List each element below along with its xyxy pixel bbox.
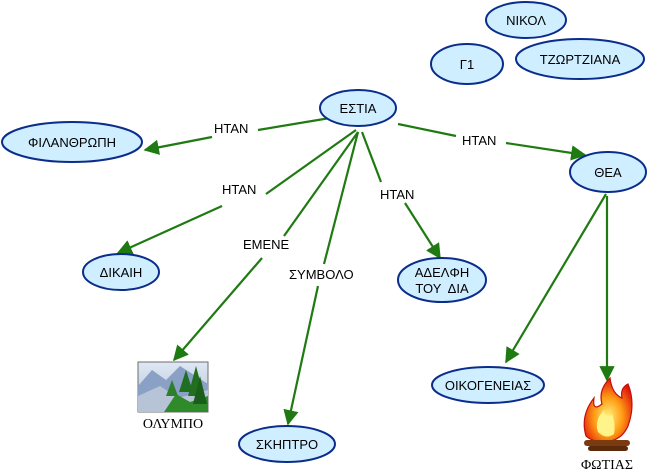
node-nikol[interactable]: ΝΙΚΟΛ: [485, 1, 567, 39]
mountain-landscape-icon: [137, 361, 209, 413]
link-estia-dikaii: ΗΤΑΝ: [116, 129, 357, 255]
link-estia-adelfi: ΗΤΑΝ: [360, 131, 441, 260]
node-label: ΘΕΑ: [594, 165, 622, 180]
link-estia-olympos: ΕΜΕΝΕ: [172, 131, 359, 362]
node-oikogeneias[interactable]: ΟΙΚΟΓΕΝΕΙΑΣ: [431, 366, 545, 404]
node-filanthropi[interactable]: ΦΙΛΑΝΘΡΩΠΗ: [1, 121, 143, 163]
node-label-line2: ΤΟΥ ΔΙΑ: [415, 281, 469, 296]
node-tzortziana[interactable]: ΤΖΩΡΤΖΙΑΝΑ: [515, 38, 645, 80]
node-label-line1: ΑΔΕΛΦΗ: [415, 265, 469, 280]
link-label-emene: ΕΜΕΝΕ: [243, 237, 290, 252]
node-label: Γ1: [460, 57, 474, 72]
link-label-htan: ΗΤΑΝ: [222, 182, 256, 197]
node-label: ΟΙΚΟΓΕΝΕΙΑΣ: [445, 378, 531, 393]
link-label-symvolo: ΣΥΜΒΟΛΟ: [289, 267, 354, 282]
node-label: ΣΚΗΠΤΡΟ: [256, 437, 318, 452]
image-caption: ΦΩΤΙΑΣ: [581, 458, 633, 473]
link-label-htan: ΗΤΑΝ: [462, 133, 496, 148]
node-skiptro[interactable]: ΣΚΗΠΤΡΟ: [238, 425, 336, 463]
image-node-fotias[interactable]: ΦΩΤΙΑΣ: [581, 376, 633, 473]
link-estia-thea: ΗΤΑΝ: [397, 122, 587, 161]
node-label: ΕΣΤΙΑ: [340, 101, 377, 116]
node-label: ΝΙΚΟΛ: [506, 13, 546, 28]
link-label-htan: ΗΤΑΝ: [380, 187, 414, 202]
node-g1[interactable]: Γ1: [430, 43, 504, 85]
image-caption: ΟΛΥΜΠΟ: [143, 417, 203, 432]
link-estia-skiptro: ΣΥΜΒΟΛΟ: [283, 131, 360, 426]
link-estia-filanthropi: ΗΤΑΝ: [143, 116, 331, 155]
fire-icon: [583, 376, 633, 451]
node-estia[interactable]: ΕΣΤΙΑ: [319, 89, 397, 127]
image-node-olympos[interactable]: ΟΛΥΜΠΟ: [137, 361, 209, 432]
node-label: ΤΖΩΡΤΖΙΑΝΑ: [540, 52, 621, 67]
node-label: ΦΙΛΑΝΘΡΩΠΗ: [28, 135, 116, 150]
link-label-htan: ΗΤΑΝ: [214, 121, 248, 136]
link-thea-oikogeneias: [505, 193, 607, 364]
node-thea[interactable]: ΘΕΑ: [569, 151, 647, 193]
node-dikaii[interactable]: ΔΙΚΑΙΗ: [82, 253, 160, 291]
node-label: ΔΙΚΑΙΗ: [100, 265, 143, 280]
node-adelfi-tou-dia[interactable]: ΑΔΕΛΦΗ ΤΟΥ ΔΙΑ: [397, 257, 487, 303]
